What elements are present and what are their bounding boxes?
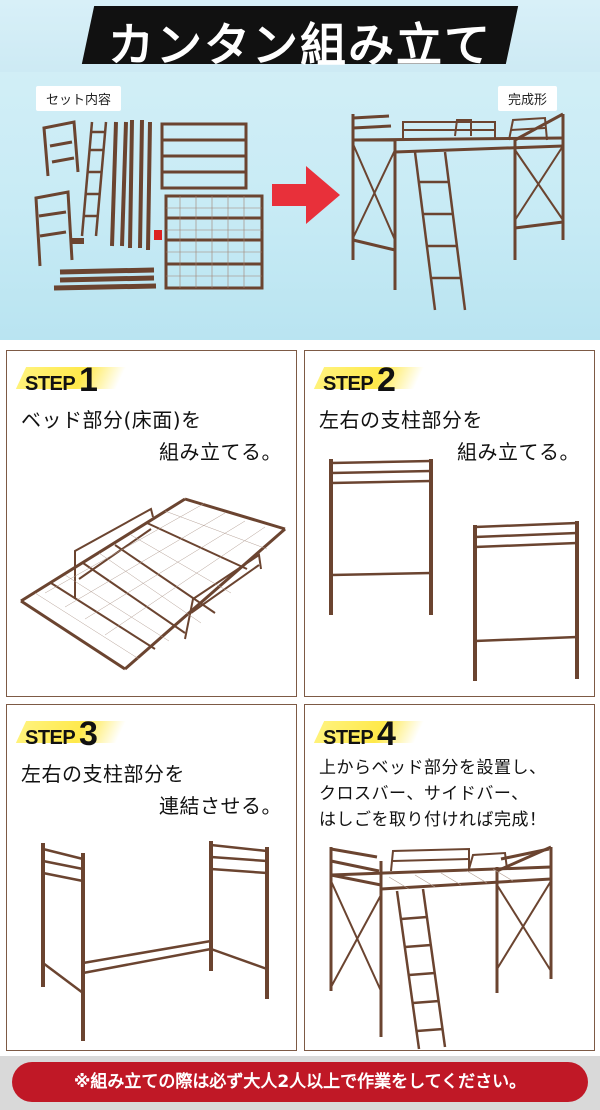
step-1-word: STEP (25, 373, 76, 395)
step-2-header: STEP 2 (313, 359, 433, 399)
step-3-panel: STEP 3 左右の支柱部分を 連結させる。 (6, 704, 297, 1051)
step-4-word: STEP (323, 727, 374, 749)
complete-label: 完成形 (498, 86, 558, 111)
step-2-line-1: 左右の支柱部分を (319, 408, 483, 432)
step-2-line-2: 組み立てる。 (457, 440, 580, 464)
parts-label: セット内容 (36, 86, 122, 111)
safety-notice: ※組み立ての際は必ず大人2人以上で作業をしてください。 (12, 1062, 588, 1102)
step-4-panel: STEP 4 上からベッド部分を設置し、 クロスバー、サイドバー、 はしごを取り… (304, 704, 595, 1051)
step-4-illustration (329, 845, 553, 1050)
step-3-line-1: 左右の支柱部分を (21, 762, 185, 786)
step-1-number: 1 (79, 361, 98, 399)
step-2-word: STEP (323, 373, 374, 395)
step-3-illustration (41, 841, 269, 1041)
step-2-illustration (329, 459, 579, 681)
step-4-number: 4 (377, 715, 396, 753)
step-4-line-1: 上からベッド部分を設置し、 (319, 758, 547, 778)
step-4-line-2: クロスバー、サイドバー、 (319, 784, 529, 804)
hero-banner: カンタン組み立て セット内容 完成形 (0, 0, 600, 340)
arrow-right-icon (272, 166, 340, 224)
step-1-line-2: 組み立てる。 (159, 440, 282, 464)
step-1-panel: STEP 1 ベッド部分(床面)を 組み立てる。 (6, 350, 297, 697)
step-1-illustration (20, 497, 286, 671)
step-3-header: STEP 3 (15, 713, 135, 753)
step-3-line-2: 連結させる。 (159, 794, 282, 818)
step-3-number: 3 (79, 715, 98, 753)
step-3-word: STEP (25, 727, 76, 749)
parts-illustration (34, 119, 264, 291)
step-4-line-3: はしごを取り付ければ完成！ (319, 810, 547, 830)
step-2-panel: STEP 2 左右の支柱部分を 組み立てる。 (304, 350, 595, 697)
step-1-line-1: ベッド部分(床面)を (21, 408, 202, 432)
page-title: カンタン組み立て (108, 18, 492, 72)
step-2-number: 2 (377, 361, 396, 399)
step-4-header: STEP 4 (313, 713, 433, 753)
complete-bed-illustration (351, 112, 565, 311)
step-1-header: STEP 1 (15, 359, 135, 399)
